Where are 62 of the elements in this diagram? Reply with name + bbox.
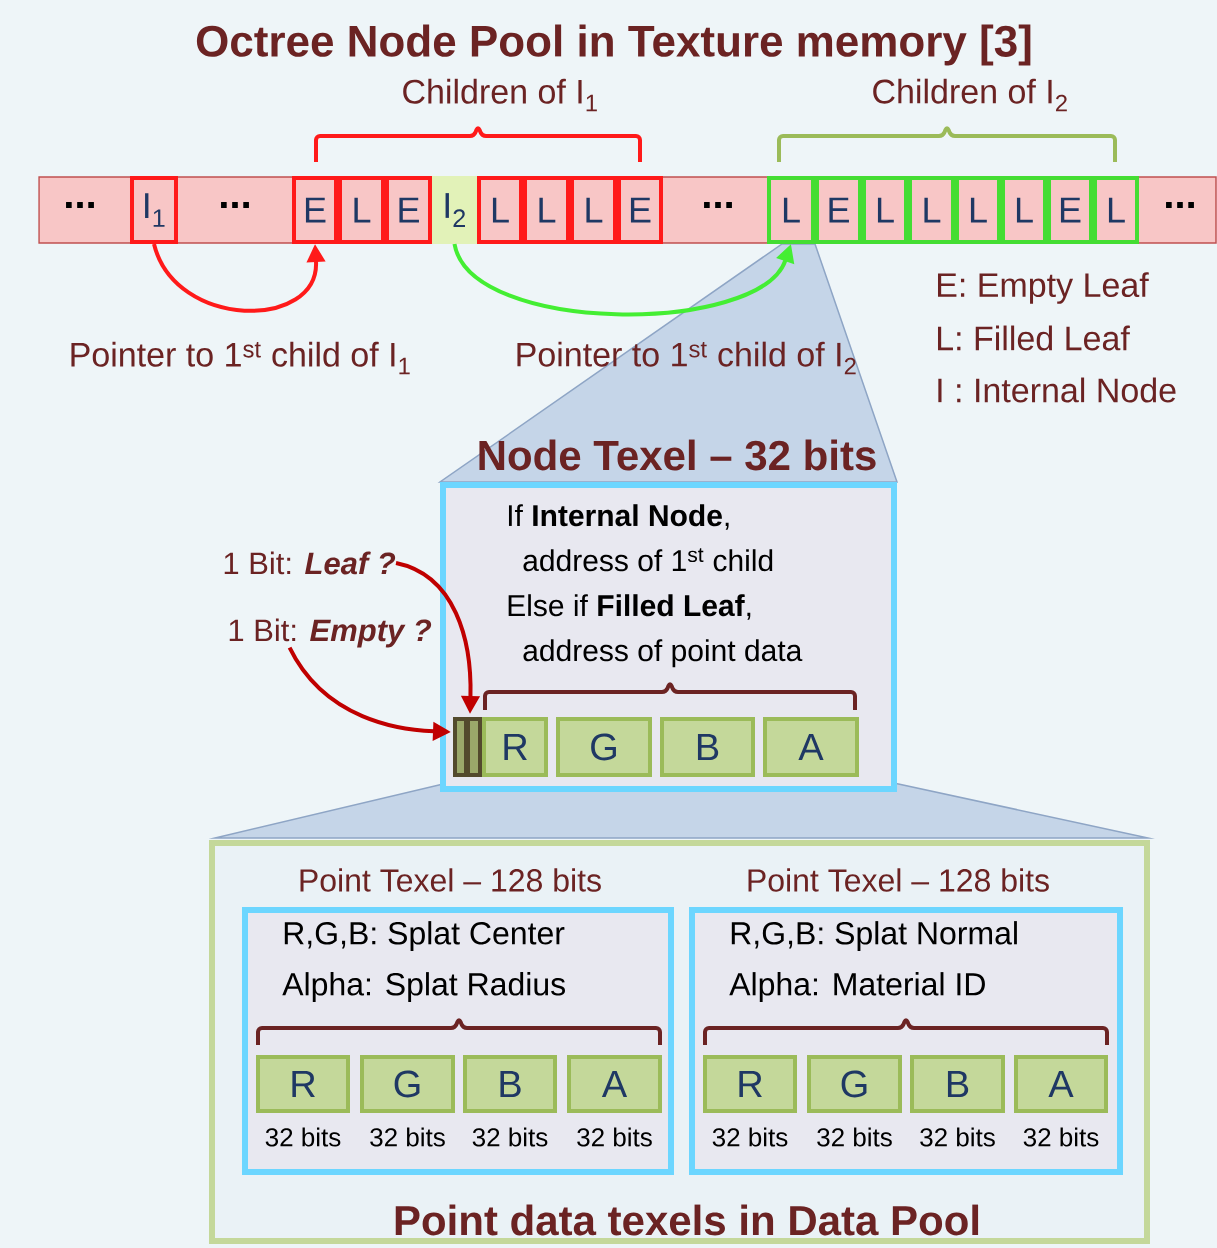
node-cell: E	[815, 176, 862, 244]
description-text: R,G,B: Splat Center	[284, 921, 565, 951]
ellipsis: ...	[221, 202, 249, 208]
box-heading: Node Texel – 32 bits	[479, 439, 876, 471]
channel-cell: A	[763, 717, 859, 777]
edge-label: Pointer to 1$^{st}$ child of I$_{1}$	[71, 341, 410, 375]
bit-cells	[453, 717, 482, 777]
bit-width-label: 32 bits	[920, 1127, 995, 1147]
title: Octree Node Pool in Texture memory [3]	[196, 24, 1031, 66]
bit-label: 1 Bit: Empty ?	[229, 618, 432, 648]
node-cell: L	[338, 176, 385, 244]
ellipsis: ...	[704, 202, 732, 208]
node-cell: E	[385, 176, 432, 244]
description-text: Alpha: Material ID	[729, 972, 985, 1002]
box-heading: Point Texel – 128 bits	[300, 868, 601, 892]
key-text: E: Empty Leaf	[938, 272, 1149, 304]
bit-label: 1 Bit: Leaf ?	[224, 551, 396, 575]
channel-cell: B	[463, 1055, 557, 1113]
node-cell: L	[767, 176, 815, 244]
node-cell: L	[955, 176, 1001, 244]
node-cell: E	[617, 176, 663, 244]
description-text: If Internal Node, address of 1$^{st}$ child	[509, 504, 773, 572]
group-label: Children of I$_{2}$	[873, 78, 1067, 112]
description-text: Alpha: Splat Radius	[282, 972, 565, 1002]
key-text: I : Internal Node	[938, 377, 1176, 403]
bit-width-label: 32 bits	[817, 1127, 892, 1147]
bit-width-label: 32 bits	[577, 1127, 652, 1147]
node-cell: L	[1093, 176, 1139, 244]
channel-cell: G	[360, 1055, 455, 1113]
node-cell: L	[477, 176, 523, 244]
node-cell: I$_{2}$	[432, 176, 477, 244]
bit-width-label: 32 bits	[472, 1127, 548, 1147]
node-cell: I$_{1}$	[130, 176, 178, 244]
group-label: Children of I$_{1}$	[403, 78, 597, 112]
bit-width-label: 32 bits	[265, 1127, 341, 1147]
box-heading: Point data texels in Data Pool	[395, 1204, 979, 1236]
channel-cell: R	[703, 1055, 797, 1113]
ellipsis: ...	[1166, 202, 1194, 208]
channel-cell: B	[660, 717, 755, 777]
node-cell: L	[908, 176, 955, 244]
channel-cell: G	[556, 717, 652, 777]
edge-label: Pointer to 1$^{st}$ child of I$_{2}$	[517, 341, 856, 375]
node-cell: L	[570, 176, 617, 244]
node-cell: E	[292, 176, 338, 244]
bit-width-label: 32 bits	[712, 1127, 788, 1147]
description-text: R,G,B: Splat Normal	[731, 921, 1017, 951]
ellipsis: ...	[66, 202, 94, 208]
bit-width-label: 32 bits	[1023, 1127, 1099, 1147]
channel-cell: G	[807, 1055, 902, 1113]
node-cell: L	[1001, 176, 1047, 244]
bit-width-label: 32 bits	[370, 1127, 445, 1147]
channel-cell: B	[910, 1055, 1005, 1113]
box-heading: Point Texel – 128 bits	[748, 868, 1049, 892]
node-cell: L	[523, 176, 570, 244]
channel-cell: A	[567, 1055, 662, 1113]
node-cell: E	[1047, 176, 1093, 244]
channel-cell: A	[1014, 1055, 1108, 1113]
channel-cell: R	[482, 717, 548, 777]
key-text: L: Filled Leaf	[938, 325, 1130, 351]
description-text: Else if Filled Leaf, address of point data	[508, 594, 803, 668]
channel-cell: R	[256, 1055, 350, 1113]
node-cell: L	[862, 176, 908, 244]
